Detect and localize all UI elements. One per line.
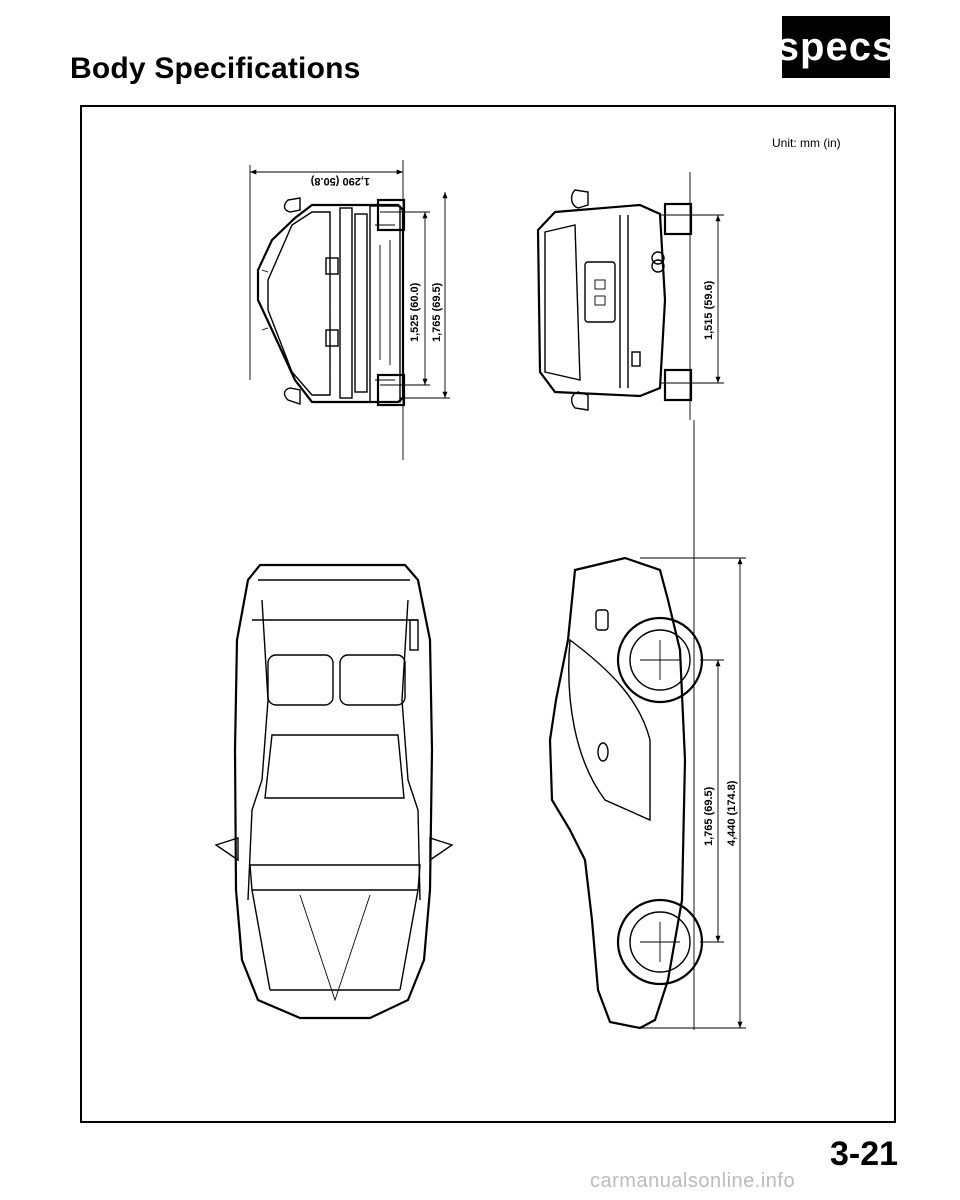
top-view-drawing: [214, 563, 454, 1020]
side-view-drawing: [548, 420, 746, 1030]
front-track-dimension: 1,290 (50.8): [310, 175, 370, 187]
specs-badge: specs: [777, 16, 894, 78]
watermark-text: carmanualsonline.info: [590, 1170, 796, 1192]
side-length-dimension: 4,440 (174.8): [726, 780, 738, 846]
rear-height-dimension: 1,515 (59.6): [703, 280, 715, 340]
page-title: Body Specifications: [70, 52, 361, 85]
front-height-outer-dimension: 1,765 (69.5): [431, 282, 443, 342]
front-height-inner-dimension: 1,525 (60.0): [409, 282, 421, 342]
front-view-drawing: [249, 160, 450, 460]
page-number: 3-21: [830, 1135, 899, 1173]
figure-frame: [80, 105, 896, 1123]
rear-view-drawing: [536, 172, 724, 420]
side-wheelbase-dimension: 1,765 (69.5): [703, 786, 715, 846]
unit-label: Unit: mm (in): [772, 136, 841, 150]
